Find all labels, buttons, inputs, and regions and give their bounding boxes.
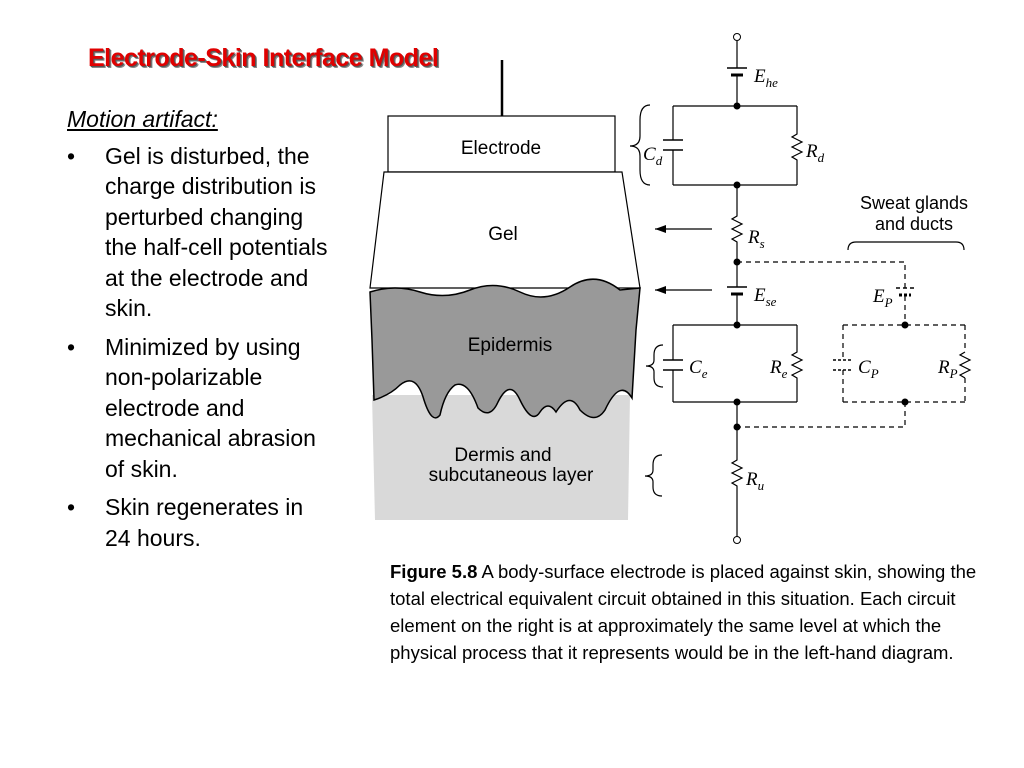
bottom-terminal: [733, 536, 741, 544]
node-top-cp: [901, 321, 909, 329]
bullet-minimized: Minimized by using non-polarizable elect…: [67, 332, 332, 485]
cd-label: Cd: [643, 144, 663, 168]
figure-caption-text: A body-surface electrode is placed again…: [390, 561, 977, 663]
bullet-skin-regenerates: Skin regenerates in 24 hours.: [67, 492, 332, 553]
ehe-label: Ehe: [753, 66, 778, 90]
bullet-list: Gel is disturbed, the charge distributio…: [67, 141, 332, 554]
electrode-label: Electrode: [461, 138, 541, 159]
wire-sweat-return: [737, 402, 906, 428]
epidermis-layer: [369, 278, 641, 419]
re-resistor: [790, 325, 804, 402]
sweat-label-line1: Sweat glands: [860, 193, 968, 213]
dermis-label-line1: Dermis and: [454, 445, 551, 466]
slide-title: Electrode-Skin Interface Model: [88, 44, 439, 72]
wire-ep-top: [737, 261, 906, 288]
motion-artifact-heading: Motion artifact:: [67, 106, 218, 132]
dermis-layer: [372, 395, 630, 520]
brace-cd: [629, 104, 651, 186]
rd-resistor: [790, 106, 804, 185]
re-label: Re: [769, 357, 788, 381]
node-bottom-cp: [901, 398, 909, 406]
ce-label: Ce: [689, 357, 708, 381]
arrowhead-ese: [655, 286, 666, 294]
arrowhead-gel: [655, 225, 666, 233]
motion-artifact-panel: Motion artifact: Gel is disturbed, the c…: [67, 104, 332, 561]
dermis-label-line2: subcutaneous layer: [429, 465, 594, 486]
ese-label: Ese: [753, 285, 777, 309]
gel-label: Gel: [488, 224, 518, 245]
figure-label: Figure 5.8: [390, 561, 478, 582]
rs-resistor: [730, 185, 744, 262]
brace-sweat: [847, 241, 965, 251]
electrode-skin-diagram: Electrode Gel Epidermis Dermis and subcu…: [369, 33, 972, 544]
sweat-label-line2: and ducts: [875, 214, 953, 234]
cp-label: CP: [858, 357, 879, 381]
ep-label: EP: [872, 286, 893, 310]
rd-label: Rd: [805, 141, 825, 165]
epidermis-label: Epidermis: [468, 335, 552, 356]
rs-label: Rs: [747, 227, 765, 251]
top-terminal: [733, 33, 741, 41]
brace-ru: [644, 454, 663, 497]
rp-resistor: [958, 351, 972, 379]
brace-ce: [645, 344, 664, 388]
figure-caption: Figure 5.8 A body-surface electrode is p…: [390, 558, 1000, 666]
ru-label: Ru: [745, 469, 765, 493]
bullet-gel-disturbed: Gel is disturbed, the charge distributio…: [67, 141, 332, 324]
sweat-gland-branch: [737, 261, 966, 428]
ru-resistor: [730, 427, 744, 537]
electrode-block: [387, 115, 616, 173]
rp-label: RP: [937, 357, 958, 381]
